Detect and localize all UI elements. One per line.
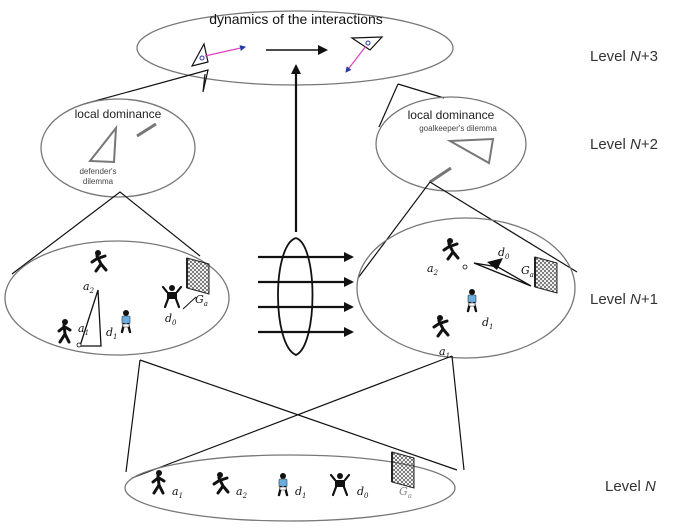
label-d1-left: d1 <box>106 326 118 341</box>
label-a1-left: a1 <box>78 322 89 337</box>
label-a2-left: a2 <box>83 280 95 295</box>
level-n-ellipse <box>124 454 456 522</box>
attacker-a1-right-icon <box>432 313 450 338</box>
cone-left-upper <box>83 69 209 105</box>
cone-left-middle <box>11 191 201 275</box>
cone-right-middle <box>357 181 578 279</box>
level-n1-left-ellipse <box>4 240 230 356</box>
label-a1-right: a1 <box>439 345 450 360</box>
level-n3-label: Level N+3 <box>590 48 658 65</box>
cone-right-upper <box>378 83 445 128</box>
label-d1-bottom: d1 <box>295 485 307 500</box>
label-d1-right: d1 <box>482 316 494 331</box>
goalkeeper-segment <box>429 166 452 184</box>
defender-d1-icon <box>120 308 132 334</box>
label-a2-right: a2 <box>427 262 439 277</box>
dynamics-title: dynamics of the interactions <box>209 11 383 27</box>
label-Ga-bottom: Ga <box>399 485 412 500</box>
ball-right-icon <box>462 264 468 270</box>
goalkeeper-triangle <box>446 137 495 165</box>
cone-lower-crossing <box>125 355 465 479</box>
triangle-left-state <box>190 42 246 67</box>
label-a2-bottom: a2 <box>236 485 248 500</box>
feedback-loop <box>277 64 314 356</box>
transition-arrows <box>258 252 354 337</box>
triangle-right-state <box>345 36 384 73</box>
label-Ga-right: Ga <box>521 264 534 279</box>
goal-bottom-icon <box>391 451 415 489</box>
level-n1-label: Level N+1 <box>590 291 658 308</box>
attacker-a2-icon <box>90 248 108 273</box>
defenders-dilemma-line1: defender's <box>79 167 116 176</box>
level-n2-left-ellipse <box>40 98 196 198</box>
local-dominance-right-title: local dominance <box>408 108 495 122</box>
level-n2-label: Level N+2 <box>590 136 658 153</box>
keeper-diving-icon <box>487 258 503 270</box>
defender-triangle <box>88 124 118 164</box>
ball-left-icon <box>76 342 82 348</box>
keeper-d0-bottom-icon <box>329 471 351 497</box>
label-d0-right: d0 <box>498 246 510 261</box>
defenders-dilemma-line2: dilemma <box>83 177 114 186</box>
goalkeeper-triangle-field <box>473 262 532 287</box>
label-Ga-left: Ga <box>195 293 208 308</box>
goal-left-icon <box>186 257 210 295</box>
label-d0-left: d0 <box>165 312 177 327</box>
keeper-d0-icon <box>161 283 183 309</box>
attacker-a1-icon <box>57 317 72 344</box>
level-n2-right-ellipse <box>375 96 527 192</box>
attacker-a1-bottom-icon <box>151 468 166 495</box>
attacker-a2-bottom-icon <box>212 470 230 495</box>
defender-d1-bottom-icon <box>277 471 289 497</box>
goalkeepers-dilemma: goalkeeper's dilemma <box>419 124 497 133</box>
defender-d1-right-icon <box>466 287 478 313</box>
attacker-a2-right-icon <box>442 236 460 261</box>
level-n1-right-ellipse <box>356 217 576 359</box>
defender-segment <box>136 122 157 138</box>
level-n-label: Level N <box>605 478 656 495</box>
goal-right-icon <box>534 256 558 294</box>
defender-triangle-field <box>79 289 102 347</box>
label-d0-bottom: d0 <box>357 485 369 500</box>
label-a1-bottom: a1 <box>172 485 183 500</box>
local-dominance-left-title: local dominance <box>75 107 162 121</box>
goal-line-left <box>182 296 197 310</box>
